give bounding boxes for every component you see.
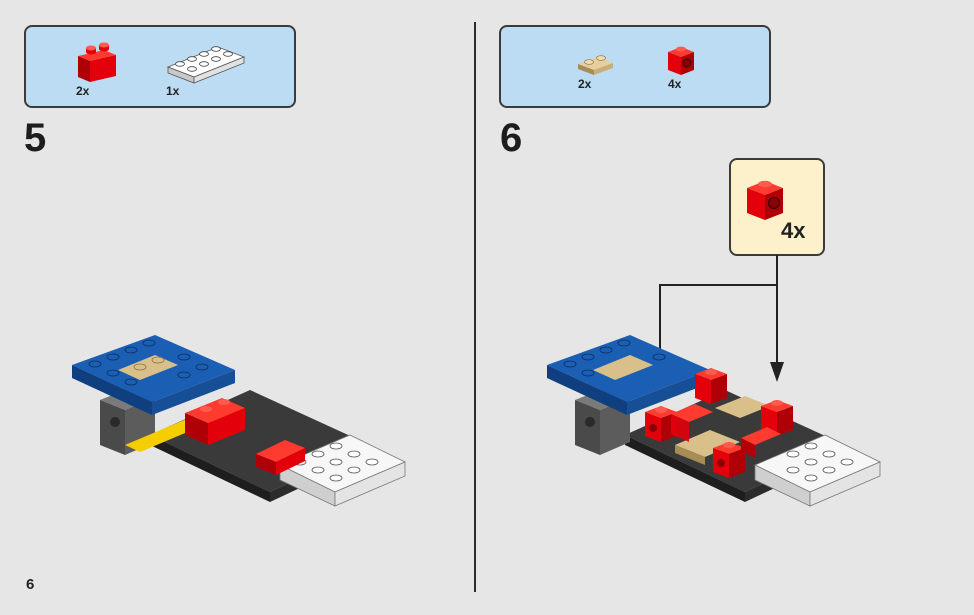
tan-1x2-plate-icon [578, 55, 613, 75]
page-number: 6 [26, 576, 35, 593]
red-1x1-brick-with-stud-icon [747, 180, 783, 220]
step6-parts-box: 2x 4x [499, 25, 771, 108]
red-1x1-brick-with-stud-icon [668, 46, 694, 75]
step5-part1-qty: 2x [76, 84, 90, 98]
red-2x1-brick-icon [78, 42, 116, 82]
step6-model-illustration [547, 335, 881, 507]
page-divider [474, 22, 476, 592]
step6-part2-qty: 4x [668, 77, 682, 91]
step5-model-illustration [72, 335, 406, 507]
step5-parts-box: 2x 1x [24, 25, 296, 108]
step6-number: 6 [500, 116, 523, 160]
white-2x4-plate-icon [166, 46, 246, 84]
step6-callout-box: 4x [729, 158, 825, 256]
step6-part1-qty: 2x [578, 77, 592, 91]
step5-number: 5 [24, 116, 47, 160]
step5-part2-qty: 1x [166, 84, 180, 98]
step6-callout-qty: 4x [781, 218, 806, 243]
